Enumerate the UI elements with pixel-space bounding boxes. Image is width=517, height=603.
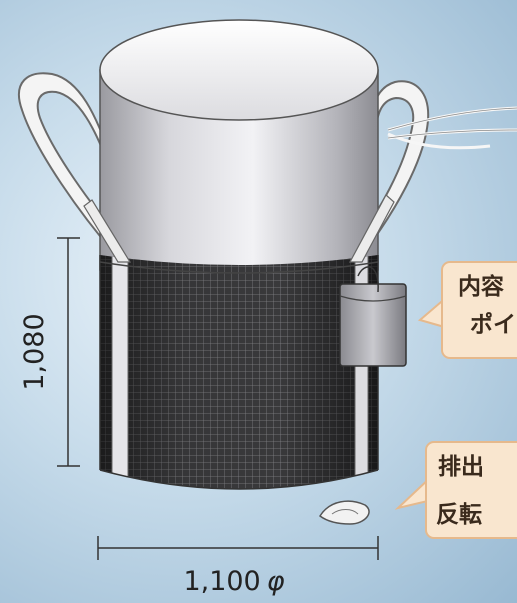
callout-discharge: 排出 反転 xyxy=(394,441,517,539)
svg-text:ポイ: ポイ xyxy=(470,311,516,338)
bag-top-opening xyxy=(99,19,379,121)
tie-strings xyxy=(387,106,517,150)
height-dimension xyxy=(57,237,80,467)
discharge-spout xyxy=(318,500,370,525)
svg-text:排出: 排出 xyxy=(438,454,484,480)
document-pocket xyxy=(339,266,407,367)
height-dimension-label: 1,080 xyxy=(19,313,50,390)
callout-contents-pocket: 内容 ポイ xyxy=(417,261,517,359)
svg-text:内容: 内容 xyxy=(458,273,504,300)
mesh-section xyxy=(99,255,379,490)
diameter-dimension xyxy=(97,536,379,560)
svg-text:反転: 反転 xyxy=(436,502,482,528)
